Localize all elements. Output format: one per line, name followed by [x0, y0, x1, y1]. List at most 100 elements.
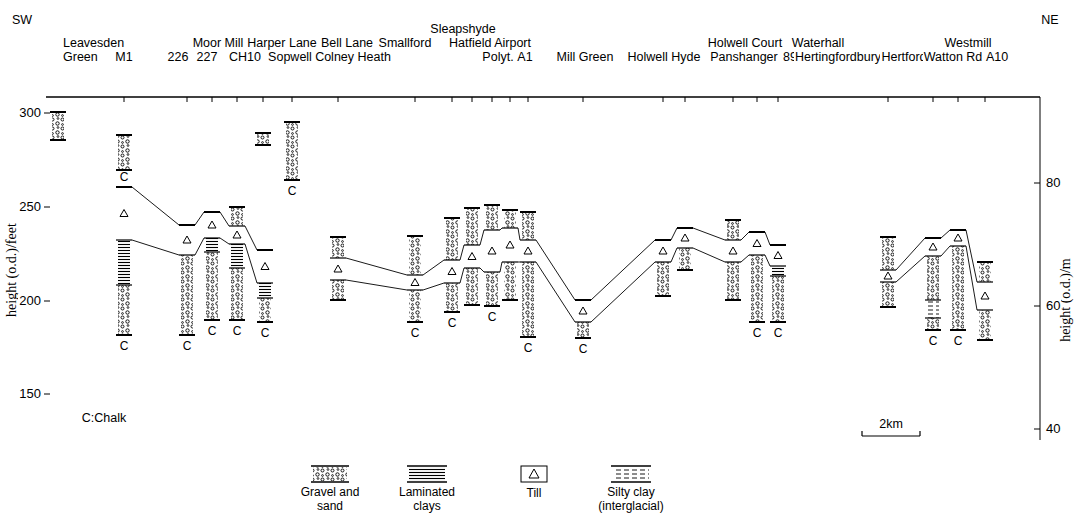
boundary-bar: [950, 329, 966, 331]
site-tick: [124, 97, 125, 102]
boundary-bar: [950, 229, 966, 231]
site-tick: [237, 97, 238, 102]
boundary-bar: [725, 239, 741, 240]
site-name: Westmill: [944, 36, 993, 50]
till-symbol: [659, 247, 667, 254]
sediment-fill: [332, 280, 344, 300]
site-tick: [528, 97, 529, 102]
chalk-marker: C: [409, 327, 422, 341]
boundary-bar: [229, 206, 245, 208]
till-symbol: [981, 292, 989, 299]
boundary-bar: [575, 299, 591, 301]
boundary-bar: [407, 235, 423, 237]
correlation-line: [896, 256, 925, 282]
boundary-bar: [255, 144, 271, 146]
boundary-bar: [444, 311, 460, 313]
boundary-bar: [880, 281, 896, 282]
correlation-line: [132, 187, 179, 225]
correlation-line: [693, 228, 725, 240]
boundary-bar: [880, 269, 896, 270]
sediment-fill: [979, 262, 991, 282]
till-symbol: [411, 279, 419, 286]
sediment-fill: [118, 240, 130, 285]
sediment-fill: [927, 318, 939, 330]
boundary-bar: [925, 255, 941, 256]
chalk-marker: C: [231, 325, 244, 339]
boundary-bar: [204, 251, 220, 252]
site-name: 227: [196, 50, 219, 64]
boundary-bar: [444, 259, 460, 260]
till-symbol: [929, 243, 937, 250]
boundary-bar: [179, 334, 195, 336]
boundary-bar: [204, 237, 220, 238]
boundary-bar: [749, 254, 765, 255]
boundary-bar: [330, 257, 346, 258]
boundary-bar: [116, 284, 132, 285]
legend-swatches: [311, 466, 651, 482]
site-tick: [778, 97, 779, 102]
sediment-fill: [504, 210, 516, 228]
site-tick: [958, 97, 959, 102]
tick-value: 150: [18, 387, 42, 402]
sediment-fill: [446, 283, 458, 312]
sediment-fill: [231, 207, 243, 226]
till-symbol: [954, 234, 962, 241]
till-symbol: [334, 265, 342, 272]
site-tick: [663, 97, 664, 102]
till-symbol: [506, 241, 514, 248]
boundary-bar: [179, 254, 195, 255]
sediment-fill: [409, 236, 421, 275]
boundary-bar: [520, 336, 536, 338]
site-name: Holwell Court: [707, 36, 783, 50]
boundary-bar: [770, 321, 786, 323]
correlation-line: [480, 230, 484, 245]
boundary-bar: [880, 236, 896, 238]
chalk-marker: C: [206, 325, 219, 339]
site-name: Holwell Hyde: [627, 50, 702, 64]
sediment-fill: [259, 298, 271, 322]
chalk-marker: C: [522, 342, 535, 356]
boundary-bar: [284, 179, 300, 181]
boundary-bar: [116, 186, 132, 188]
site-tick: [292, 97, 293, 102]
till-symbol: [729, 247, 737, 254]
boundary-bar: [677, 269, 693, 271]
site-name: Bell Lane: [320, 36, 374, 50]
correlation-line: [591, 262, 655, 322]
correlation-line: [741, 255, 749, 262]
boundary-bar: [464, 207, 480, 209]
sediment-fill: [466, 268, 478, 305]
chalk-marker: C: [118, 340, 131, 354]
boundary-bar: [925, 329, 941, 331]
boundary-bar: [407, 321, 423, 323]
site-tick: [263, 97, 264, 102]
boundary-bar: [880, 306, 896, 308]
till-symbol: [753, 240, 761, 247]
boundary-bar: [502, 261, 518, 262]
boundary-bar: [284, 121, 300, 123]
boundary-bar: [925, 299, 941, 300]
correlation-line: [460, 268, 464, 283]
direction-label: SW: [11, 13, 33, 27]
frame: [44, 97, 1040, 440]
site-tick: [187, 97, 188, 102]
boundary-bar: [50, 139, 66, 141]
sediment-fill: [257, 133, 269, 145]
boundary-bar: [977, 309, 993, 310]
till-symbol: [448, 268, 456, 275]
sediment-fill: [772, 266, 784, 276]
site-tick: [685, 97, 686, 102]
correlation-line: [245, 244, 257, 283]
legend-text: Gravel and sand: [289, 486, 371, 514]
till-symbol: [488, 247, 496, 254]
boundary-bar: [520, 261, 536, 262]
correlation-line: [941, 230, 950, 238]
boundary-bar: [484, 305, 500, 307]
boundary-bar: [464, 267, 480, 268]
site-name: A1: [516, 50, 533, 64]
chalk-marker: C: [927, 335, 940, 349]
till-symbol: [233, 231, 241, 238]
boundary-bar: [257, 297, 273, 298]
correlation-line: [220, 212, 229, 226]
sediment-fill: [882, 237, 894, 270]
